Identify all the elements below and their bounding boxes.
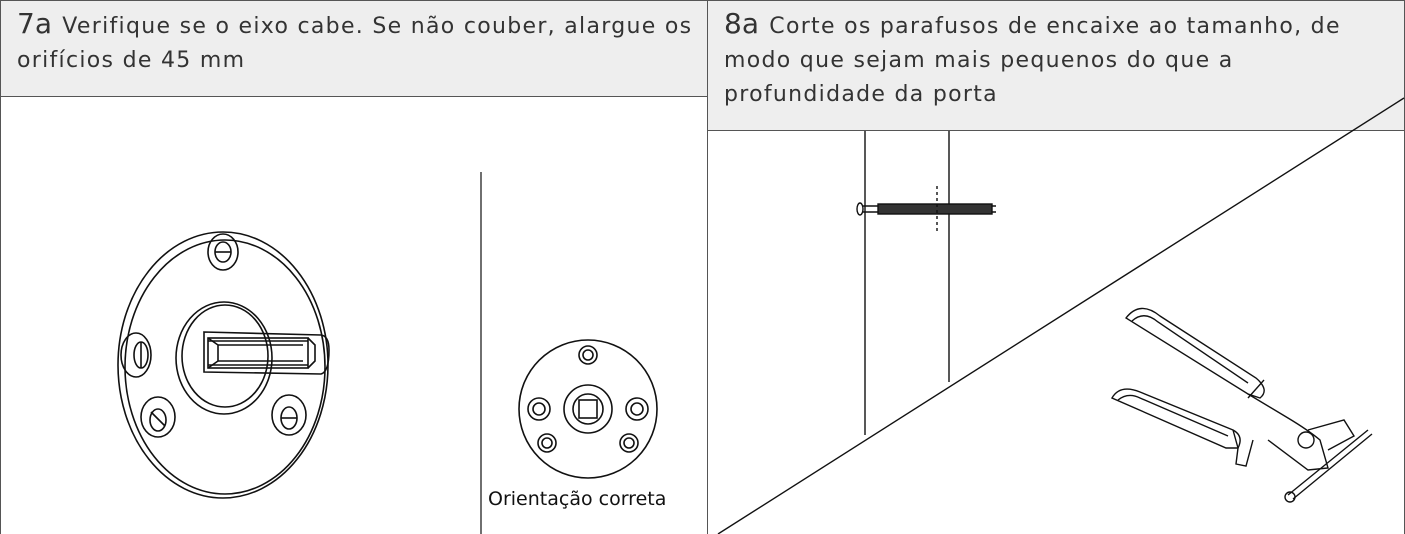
spindle xyxy=(203,331,330,375)
step-number: 7a xyxy=(17,7,52,40)
rosette-hub xyxy=(175,301,273,415)
step-instruction: Verifique se o eixo cabe. Se não couber,… xyxy=(17,14,693,73)
perspective-line xyxy=(717,97,1405,534)
step-8a-header: 8a Corte os parafusos de encaixe ao tama… xyxy=(708,0,1404,131)
step-7a-panel: 7a Verifique se o eixo cabe. Se não coub… xyxy=(0,0,707,534)
screw-hole-bottom-right xyxy=(271,394,307,436)
step-instruction: Corte os parafusos de encaixe ao tamanho… xyxy=(724,14,1341,107)
step-8a-panel: 8a Corte os parafusos de encaixe ao tama… xyxy=(707,0,1405,534)
lock-rosette-illustration xyxy=(117,172,658,534)
rosette-inner-ring xyxy=(124,239,326,495)
screw-hole-left xyxy=(120,332,152,378)
screw-hole-bottom-left xyxy=(140,396,176,438)
orientation-caption: Orientação correta xyxy=(488,488,667,510)
step-number: 8a xyxy=(724,7,759,40)
step-7a-header: 7a Verifique se o eixo cabe. Se não coub… xyxy=(1,0,707,97)
screw-hole-top xyxy=(207,233,239,271)
correct-orientation-diagram xyxy=(518,339,658,479)
cutting-pliers xyxy=(1111,307,1373,503)
cut-screws-illustration xyxy=(717,97,1405,534)
screw xyxy=(856,202,996,216)
